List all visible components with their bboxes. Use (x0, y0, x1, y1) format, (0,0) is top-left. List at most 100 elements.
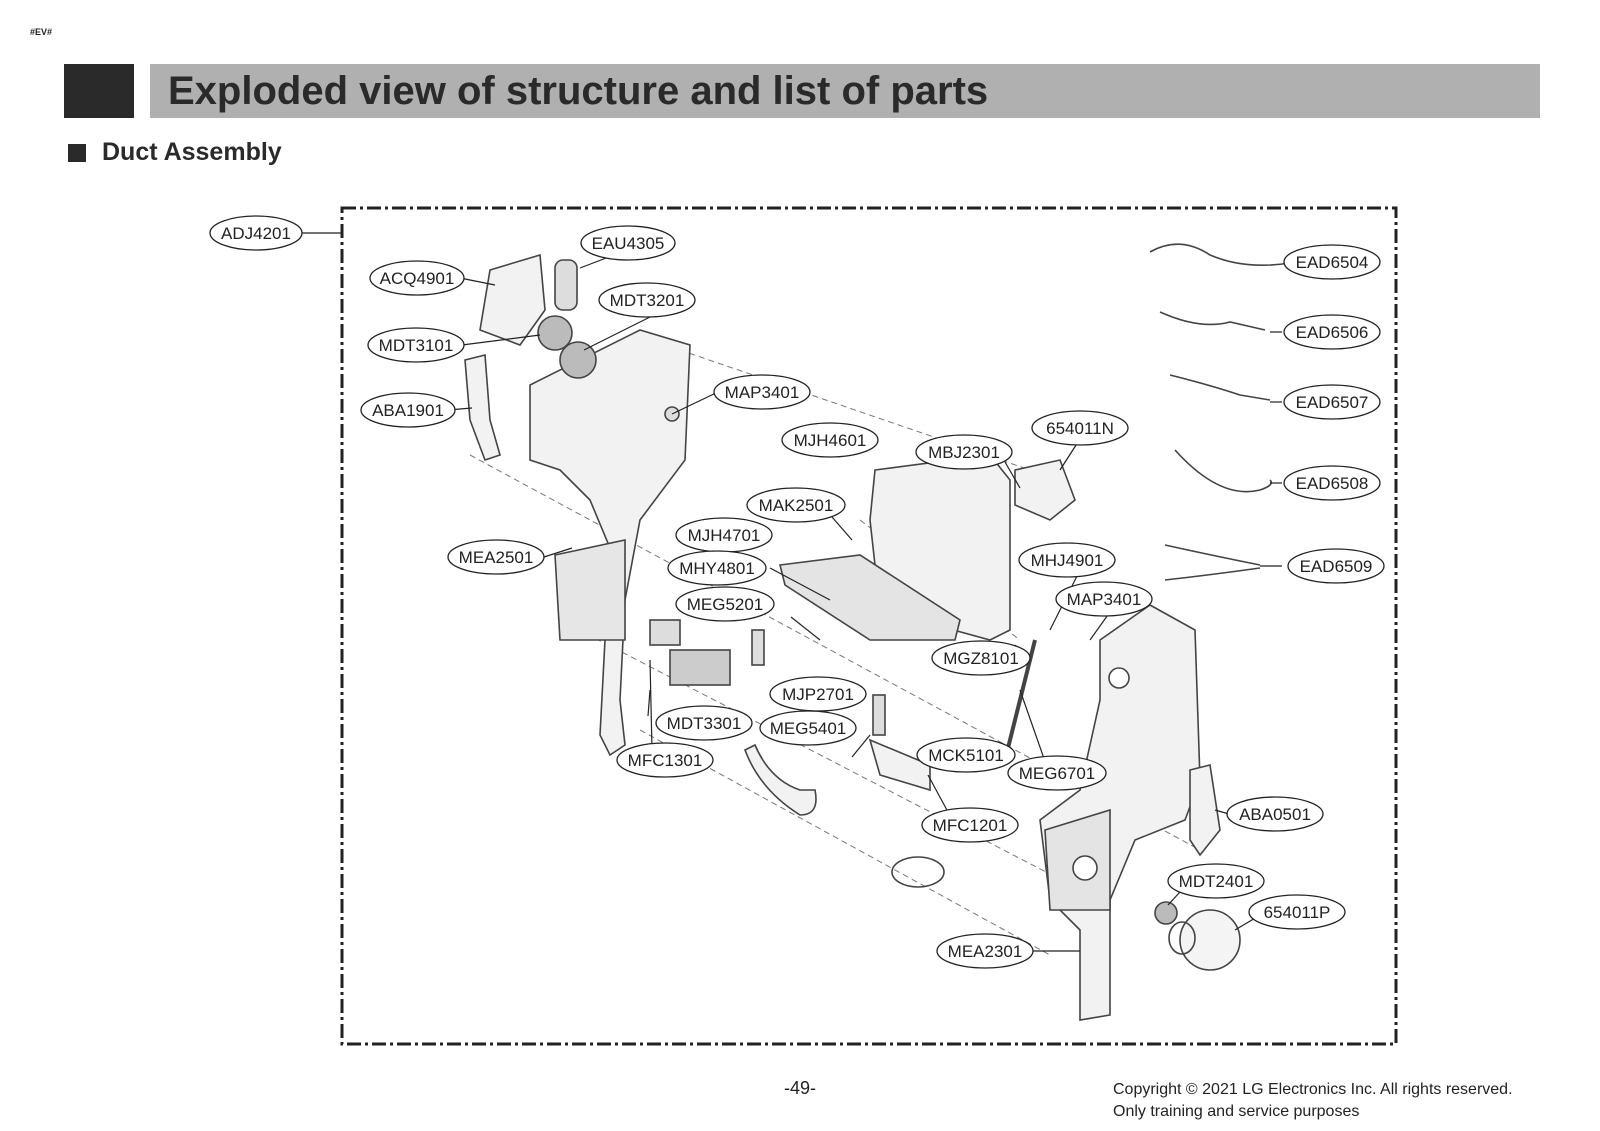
svg-text:MEA2501: MEA2501 (459, 548, 534, 567)
svg-text:ACQ4901: ACQ4901 (380, 269, 455, 288)
motor-part (554, 259, 578, 311)
svg-text:MJH4701: MJH4701 (688, 526, 761, 545)
small-clip (872, 694, 886, 736)
harness-eadd6504 (1149, 243, 1291, 267)
svg-text:EAU4305: EAU4305 (592, 234, 665, 253)
left-arm-cover (464, 353, 501, 462)
callout-aba1901: ABA1901 (360, 392, 456, 428)
callout-mck5101: MCK5101 (916, 737, 1016, 773)
svg-text:MEG6701: MEG6701 (1019, 764, 1096, 783)
callout-ead6504: EAD6504 (1283, 244, 1381, 280)
svg-text:MCK5101: MCK5101 (928, 746, 1004, 765)
svg-text:MHJ4901: MHJ4901 (1031, 551, 1104, 570)
svg-text:MFC1201: MFC1201 (933, 816, 1008, 835)
callout-mjh4701: MJH4701 (675, 517, 773, 553)
svg-text:MGZ8101: MGZ8101 (943, 649, 1019, 668)
svg-text:ABA0501: ABA0501 (1239, 805, 1311, 824)
title-marker-block (64, 64, 134, 118)
left-duct-bracket (554, 539, 626, 641)
callout-acq4901: ACQ4901 (369, 260, 465, 296)
callout-adj4201: ADJ4201 (209, 215, 303, 251)
svg-text:MDT3201: MDT3201 (610, 291, 685, 310)
callout-mea2301: MEA2301 (936, 933, 1034, 969)
right-arm-cover (1189, 764, 1221, 857)
copyright-line-1: Copyright © 2021 LG Electronics Inc. All… (1113, 1081, 1513, 1098)
small-gear (1154, 901, 1178, 925)
callout-map3401-right: MAP3401 (1055, 581, 1153, 617)
svg-text:EAD6507: EAD6507 (1296, 393, 1369, 412)
copyright-line-2: Only training and service purposes (1113, 1103, 1360, 1120)
svg-text:ABA1901: ABA1901 (372, 401, 444, 420)
svg-text:MJH4601: MJH4601 (794, 431, 867, 450)
section-title: Duct Assembly (102, 138, 282, 166)
callout-mdt3101: MDT3101 (367, 327, 465, 363)
svg-text:MEG5201: MEG5201 (687, 595, 764, 614)
svg-text:MBJ2301: MBJ2301 (928, 443, 1000, 462)
callout-labels: ADJ4201 ACQ4901 EAU4305 MDT3201 MDT3101 … (209, 215, 1385, 969)
callout-meg5401: MEG5401 (759, 710, 857, 746)
harness-ead6509 (1164, 544, 1261, 581)
connector-block (669, 649, 731, 686)
callout-mak2501: MAK2501 (746, 487, 846, 523)
callout-aba0501: ABA0501 (1226, 796, 1324, 832)
callout-meg5201: MEG5201 (675, 586, 775, 622)
callout-mhy4801: MHY4801 (667, 550, 767, 586)
callout-mjp2701: MJP2701 (769, 676, 867, 712)
svg-text:MAK2501: MAK2501 (759, 496, 834, 515)
end-cap (1179, 909, 1241, 971)
callout-eau4305: EAU4305 (580, 225, 676, 261)
callout-ead6506: EAD6506 (1283, 314, 1381, 350)
svg-text:MFC1301: MFC1301 (628, 751, 703, 770)
harness-ead6506 (1159, 311, 1266, 331)
upper-bore (1108, 667, 1130, 689)
gear-lower (559, 341, 597, 379)
svg-text:ADJ4201: ADJ4201 (221, 224, 291, 243)
svg-text:EAD6506: EAD6506 (1296, 323, 1369, 342)
svg-text:MAP3401: MAP3401 (1067, 590, 1142, 609)
svg-text:654011N: 654011N (1046, 419, 1114, 438)
curved-seal (743, 743, 817, 816)
callout-map3401-top: MAP3401 (713, 374, 811, 410)
duct-bore (1072, 855, 1098, 881)
svg-text:MDT3301: MDT3301 (667, 714, 742, 733)
svg-text:MDT2401: MDT2401 (1179, 872, 1254, 891)
ring-seal (891, 856, 945, 888)
tray-part (868, 738, 931, 792)
svg-text:MDT3101: MDT3101 (379, 336, 454, 355)
motor-disc (1014, 459, 1076, 521)
title-bar (150, 64, 1540, 118)
svg-text:MEG5401: MEG5401 (770, 719, 847, 738)
part-illustrations (464, 243, 1291, 1021)
page-title: Exploded view of structure and list of p… (168, 69, 989, 113)
lever-assembly (779, 554, 961, 641)
callout-ead6509: EAD6509 (1287, 548, 1385, 584)
svg-text:EAD6509: EAD6509 (1300, 557, 1373, 576)
callout-654011n: 654011N (1031, 410, 1129, 446)
small-bracket (751, 629, 765, 666)
callout-mhj4901: MHJ4901 (1018, 542, 1116, 578)
callout-mdt3201: MDT3201 (598, 282, 696, 318)
section-heading: Duct Assembly (68, 138, 282, 167)
svg-text:MEA2301: MEA2301 (948, 942, 1023, 961)
callout-mgz8101: MGZ8101 (931, 640, 1031, 676)
callout-654011p: 654011P (1248, 894, 1346, 930)
section-bullet-icon (68, 143, 86, 162)
harness-ead6508 (1174, 449, 1273, 493)
svg-text:EAD6504: EAD6504 (1296, 253, 1369, 272)
copyright-notice: Copyright © 2021 LG Electronics Inc. All… (1113, 1079, 1513, 1123)
callout-ead6508: EAD6508 (1283, 465, 1381, 501)
svg-text:MJP2701: MJP2701 (782, 685, 854, 704)
callout-ead6507: EAD6507 (1283, 384, 1381, 420)
callout-mbj2301: MBJ2301 (915, 434, 1013, 470)
callout-mfc1301: MFC1301 (616, 742, 714, 778)
small-ring (1168, 921, 1196, 955)
sensor-bracket (479, 253, 546, 346)
callout-mjh4601: MJH4601 (781, 422, 879, 458)
harness-ead6507 (1169, 374, 1271, 401)
page-number: -49- (784, 1078, 817, 1098)
diagram-frame (340, 206, 1398, 1046)
callout-mdt3301: MDT3301 (655, 705, 753, 741)
right-duct-body (1039, 604, 1201, 1021)
svg-text:654011P: 654011P (1264, 903, 1331, 922)
callout-mea2501: MEA2501 (447, 539, 545, 575)
